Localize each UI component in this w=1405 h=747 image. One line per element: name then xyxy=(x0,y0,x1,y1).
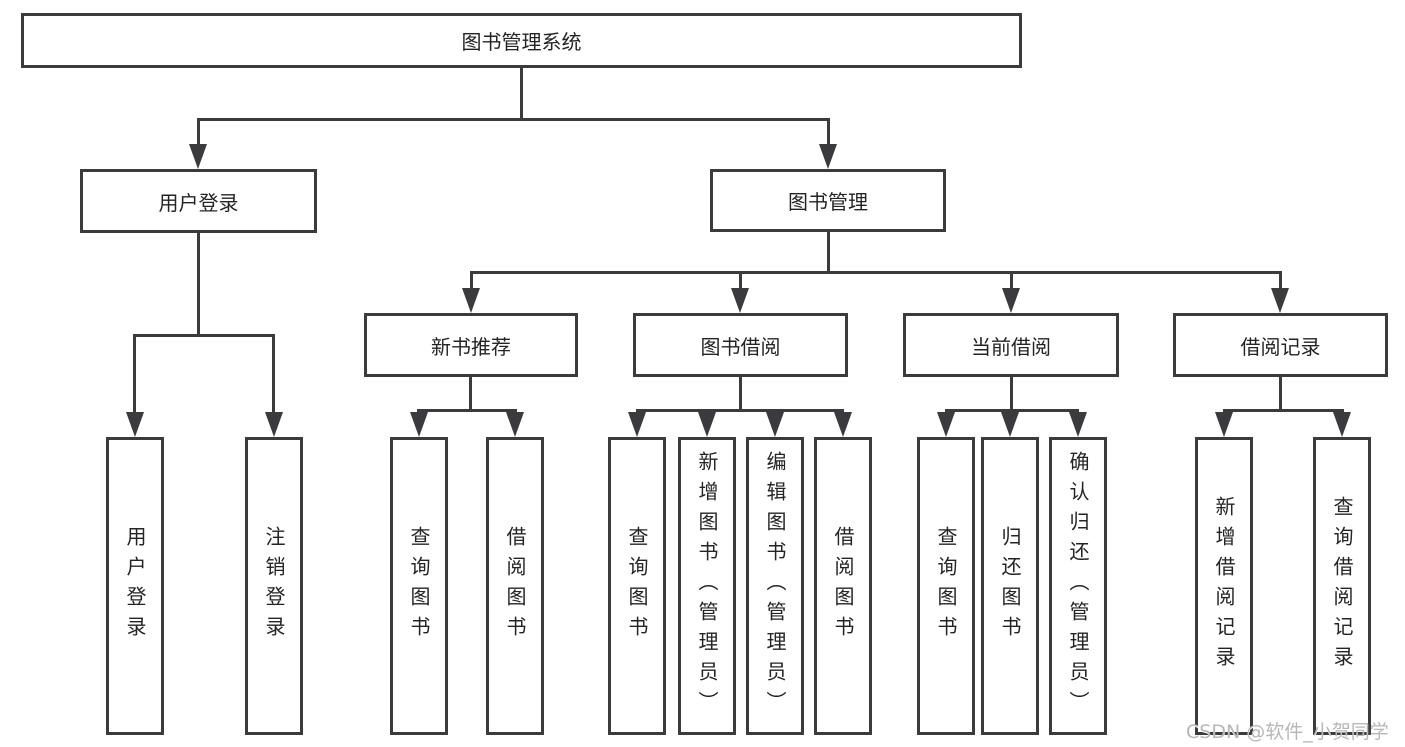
connector-leaf-user-login-drop xyxy=(133,334,136,419)
leaf-label: 查询图书 xyxy=(625,526,649,646)
arrowhead-book-borrow xyxy=(731,288,749,313)
connector-borrow-records-splitter xyxy=(1223,409,1344,412)
leaf-query-books-3: 查询图书 xyxy=(917,437,975,735)
leaf-return-books: 归还图书 xyxy=(981,437,1039,735)
leaf-confirm-return-admin: 确认归还（管理员） xyxy=(1049,437,1107,735)
leaf-user-login: 用户登录 xyxy=(106,437,164,735)
node-current-borrowing: 当前借阅 xyxy=(903,313,1119,377)
arrowhead-borrow-books-2 xyxy=(834,412,852,437)
leaf-logout: 注销登录 xyxy=(245,437,303,735)
connector-book-borrow-splitter xyxy=(636,409,844,412)
leaf-query-books-2: 查询图书 xyxy=(608,437,666,735)
arrowhead-borrow-books-1 xyxy=(506,412,524,437)
connector-user-login-stem xyxy=(197,233,200,337)
leaf-borrow-books-1: 借阅图书 xyxy=(486,437,544,735)
node-book-borrowing: 图书借阅 xyxy=(633,313,848,377)
connector-new-book-splitter xyxy=(417,409,517,412)
connector-book-mgmt-stem xyxy=(827,232,830,273)
node-borrowing-records: 借阅记录 xyxy=(1173,313,1388,377)
leaf-label: 查询借阅记录 xyxy=(1330,496,1354,676)
connector-current-borrow-drop xyxy=(1010,271,1013,295)
arrowhead-book-mgmt xyxy=(819,144,837,169)
connector-new-book-stem xyxy=(469,377,472,411)
leaf-label: 借阅图书 xyxy=(503,526,527,646)
connector-level3-splitter xyxy=(470,271,1281,274)
csdn-watermark: CSDN @软件_小贺同学 xyxy=(1186,721,1389,743)
node-book-management: 图书管理 xyxy=(710,169,946,232)
connector-book-mgmt-drop xyxy=(827,118,830,152)
leaf-query-books-1: 查询图书 xyxy=(390,437,448,735)
arrowhead-confirm-return xyxy=(1069,412,1087,437)
node-label: 图书管理 xyxy=(788,190,868,214)
node-label: 新书推荐 xyxy=(431,334,511,359)
node-label: 图书借阅 xyxy=(700,334,781,359)
leaf-label: 查询图书 xyxy=(934,526,958,646)
arrowhead-query-books-2 xyxy=(628,412,646,437)
node-label: 用户登录 xyxy=(158,190,239,215)
arrowhead-new-book xyxy=(462,288,480,313)
arrowhead-add-books xyxy=(698,412,716,437)
connector-new-book-drop xyxy=(470,271,473,295)
leaf-add-borrow-record: 新增借阅记录 xyxy=(1195,437,1253,735)
arrowhead-user-login xyxy=(189,144,207,169)
leaf-label: 编辑图书（管理员） xyxy=(763,451,787,721)
connector-user-login-splitter xyxy=(133,334,274,337)
leaf-label: 新增图书（管理员） xyxy=(695,451,719,721)
arrowhead-query-books-3 xyxy=(937,412,955,437)
leaf-label: 借阅图书 xyxy=(831,526,855,646)
arrowhead-edit-books xyxy=(766,412,784,437)
connector-leaf-logout-drop xyxy=(272,334,275,419)
arrowhead-leaf-user-login xyxy=(126,412,144,437)
connector-book-borrow-drop xyxy=(739,271,742,295)
leaf-label: 查询图书 xyxy=(407,526,431,646)
arrowhead-borrow-records xyxy=(1271,288,1289,313)
arrowhead-query-borrow-record xyxy=(1333,412,1351,437)
node-label: 当前借阅 xyxy=(971,334,1051,359)
node-label: 图书管理系统 xyxy=(461,30,582,54)
connector-root-stem xyxy=(520,68,523,120)
leaf-label: 注销登录 xyxy=(262,526,286,646)
arrowhead-add-borrow-record xyxy=(1215,412,1233,437)
connector-borrow-records-drop xyxy=(1279,271,1282,295)
node-new-book-recommendation: 新书推荐 xyxy=(364,313,578,377)
leaf-label: 用户登录 xyxy=(123,526,147,646)
leaf-label: 归还图书 xyxy=(998,526,1022,646)
node-user-login: 用户登录 xyxy=(80,169,317,233)
node-label: 借阅记录 xyxy=(1240,334,1321,359)
leaf-borrow-books-2: 借阅图书 xyxy=(814,437,872,735)
leaf-label: 确认归还（管理员） xyxy=(1066,451,1090,721)
leaf-add-books-admin: 新增图书（管理员） xyxy=(678,437,736,735)
connector-current-borrow-splitter xyxy=(945,409,1079,412)
node-library-management-system: 图书管理系统 xyxy=(21,13,1022,68)
connector-book-borrow-stem xyxy=(739,377,742,411)
connector-current-borrow-stem xyxy=(1010,377,1013,411)
connector-user-login-drop xyxy=(197,118,200,152)
connector-borrow-records-stem xyxy=(1279,377,1282,411)
arrowhead-return-books xyxy=(1001,412,1019,437)
arrowhead-query-books-1 xyxy=(410,412,428,437)
leaf-edit-books-admin: 编辑图书（管理员） xyxy=(746,437,804,735)
arrowhead-current-borrow xyxy=(1002,288,1020,313)
leaf-label: 新增借阅记录 xyxy=(1212,496,1236,676)
connector-level1-splitter xyxy=(197,118,830,121)
arrowhead-leaf-logout xyxy=(265,412,283,437)
leaf-query-borrow-record: 查询借阅记录 xyxy=(1313,437,1371,735)
